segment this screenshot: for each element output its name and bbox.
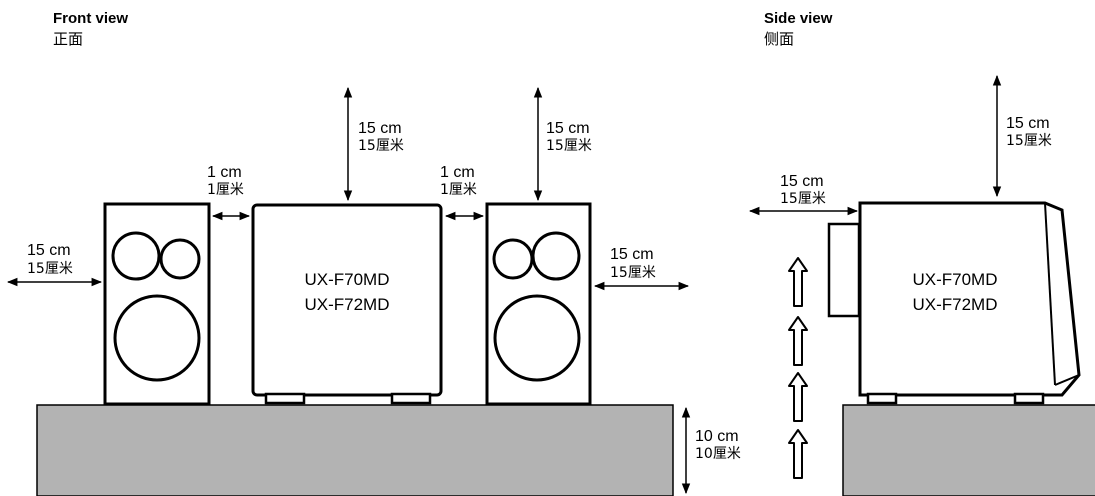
airflow-up-icon <box>788 316 808 366</box>
front-view-title-zh: 正面 <box>53 31 83 48</box>
foot-right <box>390 392 432 405</box>
left-gap-label-zh: 1厘米 <box>207 182 244 198</box>
rear-clearance-label-zh: 15厘米 <box>780 191 826 207</box>
rear-panel <box>827 222 861 318</box>
front-model-line1: UX-F70MD <box>304 270 389 289</box>
right-speaker <box>485 202 592 406</box>
main-unit-side: UX-F70MD UX-F72MD <box>827 201 1081 405</box>
foot-left <box>264 392 306 405</box>
top-clearance-label: 15 cm <box>358 120 402 137</box>
side-view-title-zh: 侧面 <box>764 31 794 48</box>
side-shelf <box>842 404 1095 496</box>
left-speaker <box>103 202 211 406</box>
front-view-title: Front view <box>53 10 128 27</box>
shelf-clearance-label: 10 cm <box>695 428 739 445</box>
side-model-line2: UX-F72MD <box>912 295 997 314</box>
left-clearance-label-zh: 15厘米 <box>27 261 73 277</box>
right-clearance-label: 15 cm <box>610 246 654 263</box>
tweeter-icon <box>111 231 161 281</box>
airflow-up-icon <box>788 429 808 479</box>
side-top-clearance-label-zh: 15厘米 <box>1006 133 1052 149</box>
side-top-clearance-label: 15 cm <box>1006 115 1050 132</box>
left-clearance-label: 15 cm <box>27 242 71 259</box>
right-clearance-label-zh: 15厘米 <box>610 265 656 281</box>
speaker-top-clearance-label: 15 cm <box>546 120 590 137</box>
right-gap-label-zh: 1厘米 <box>440 182 477 198</box>
main-unit-front: UX-F70MD UX-F72MD <box>251 203 443 405</box>
shelf-clearance-label-zh: 10厘米 <box>695 446 741 462</box>
side-model-line1: UX-F70MD <box>912 270 997 289</box>
side-view-title: Side view <box>764 10 833 27</box>
foot-right <box>1013 392 1045 405</box>
right-gap-label: 1 cm <box>440 164 475 181</box>
top-clearance-label-zh: 15厘米 <box>358 138 404 154</box>
front-model-line2: UX-F72MD <box>304 295 389 314</box>
airflow-up-icon <box>788 257 808 307</box>
midrange-icon <box>159 238 201 280</box>
airflow-up-icon <box>788 372 808 422</box>
speaker-top-clearance-label-zh: 15厘米 <box>546 138 592 154</box>
foot-left <box>866 392 898 405</box>
tweeter-icon <box>531 231 581 281</box>
rear-clearance-label: 15 cm <box>780 173 824 190</box>
airflow-arrows <box>788 257 808 479</box>
left-gap-label: 1 cm <box>207 164 242 181</box>
woofer-icon <box>113 294 201 382</box>
front-shelf <box>36 404 674 496</box>
woofer-icon <box>493 294 581 382</box>
